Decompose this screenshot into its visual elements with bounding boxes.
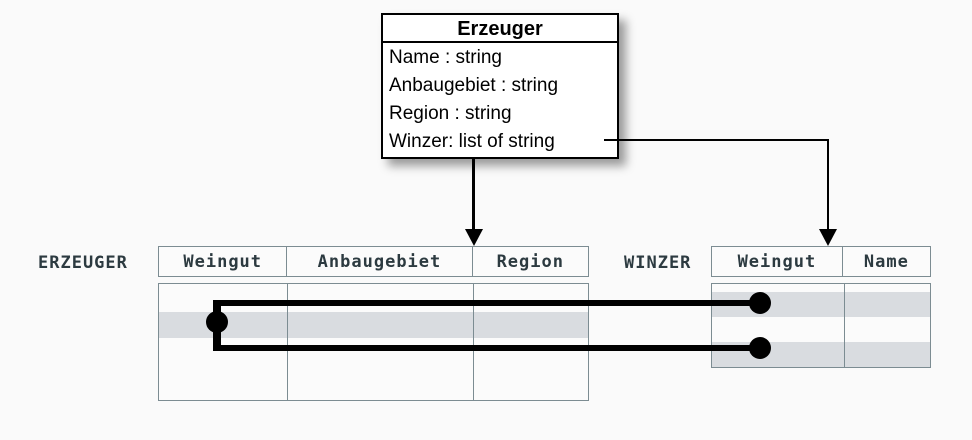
connector-class-to-winzer-arrowhead	[819, 229, 837, 246]
uml-attribute-region: Region : string	[389, 103, 512, 124]
table-column-divider	[844, 284, 845, 367]
uml-attribute-anbaugebiet: Anbaugebiet : string	[389, 75, 559, 96]
link-dot-winzer-row-3	[749, 337, 771, 359]
column-header-name: Name	[863, 251, 909, 272]
table-column-divider	[473, 284, 474, 400]
uml-attribute-name: Name : string	[389, 47, 502, 68]
connector-class-to-erzeuger-arrowhead	[465, 229, 483, 246]
connector-class-to-erzeuger-line	[472, 159, 475, 231]
column-header-weingut: Weingut	[712, 247, 843, 276]
column-header-anbaugebiet: Anbaugebiet	[287, 247, 473, 276]
table-column-divider	[287, 284, 288, 400]
table-label-winzer: WINZER	[624, 253, 692, 273]
uml-class-title: Erzeuger	[383, 15, 617, 43]
link-bracket-bottom-horizontal	[213, 345, 760, 351]
connector-class-to-winzer-horizontal	[604, 139, 829, 141]
column-header-region: Region	[496, 251, 564, 272]
uml-attribute-winzer: Winzer: list of string	[389, 131, 555, 152]
table-header-erzeuger: Weingut Anbaugebiet Region	[158, 246, 589, 277]
connector-class-to-winzer-vertical	[827, 139, 829, 231]
link-bracket-top-horizontal	[213, 300, 760, 306]
table-header-winzer: Weingut Name	[711, 246, 931, 277]
link-dot-winzer-row-1	[749, 292, 771, 314]
table-row	[159, 312, 588, 338]
table-body-winzer	[711, 283, 931, 368]
table-label-erzeuger: ERZEUGER	[38, 253, 128, 273]
uml-class-box: Erzeuger Name : string Anbaugebiet : str…	[381, 13, 619, 159]
column-header-weingut: Weingut	[159, 247, 288, 276]
link-dot-erzeuger-row	[206, 311, 228, 333]
uml-attribute-list: Name : string Anbaugebiet : string Regio…	[383, 43, 617, 156]
